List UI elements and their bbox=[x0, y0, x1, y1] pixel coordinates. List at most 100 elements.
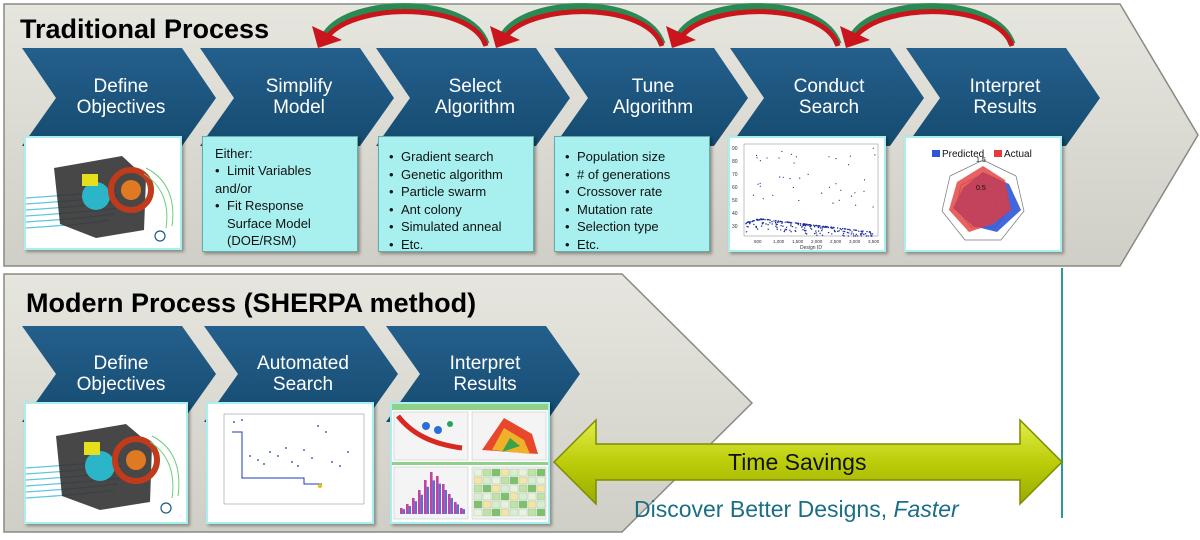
results-dashboard-image bbox=[390, 402, 550, 524]
scatter-point bbox=[863, 179, 866, 181]
matrix-cell bbox=[509, 492, 519, 501]
scatter-point bbox=[795, 227, 797, 229]
search-point bbox=[285, 447, 287, 449]
radar-tick-2: 0.5 bbox=[976, 185, 986, 192]
histogram-bar bbox=[462, 509, 465, 514]
scatter-point bbox=[840, 189, 842, 191]
matrix-cell bbox=[473, 468, 483, 477]
scatter-point bbox=[767, 224, 769, 226]
matrix-cell bbox=[536, 492, 546, 501]
list-item: Genetic algorithm bbox=[389, 166, 527, 184]
histogram-bar bbox=[406, 504, 409, 514]
scatter-point bbox=[860, 233, 862, 235]
histogram-bar bbox=[418, 490, 421, 514]
scatter-point bbox=[786, 221, 788, 223]
scatter-point bbox=[828, 156, 830, 158]
scatter-point bbox=[790, 153, 793, 155]
scatter-point bbox=[794, 230, 796, 232]
step-define-objectives: Define Objectives bbox=[76, 76, 166, 118]
scatter-point bbox=[788, 221, 791, 224]
scatter-point bbox=[757, 183, 759, 185]
scatter-point bbox=[789, 229, 791, 231]
matrix-cell bbox=[491, 500, 501, 509]
matrix-cell bbox=[527, 468, 537, 477]
simplify-model-box: Either: Limit Variables and/or Fit Respo… bbox=[202, 136, 358, 252]
scatter-point bbox=[865, 235, 868, 237]
scatter-point bbox=[792, 186, 794, 189]
scatter-point bbox=[808, 224, 810, 226]
scatter-point bbox=[799, 223, 802, 225]
scatter-point bbox=[815, 232, 817, 234]
scatter-point bbox=[867, 235, 869, 237]
traditional-chevrons bbox=[22, 48, 1100, 146]
scatter-point bbox=[798, 199, 800, 202]
cad-model-illustration bbox=[26, 156, 174, 242]
scatter-point bbox=[819, 225, 821, 227]
matrix-cell bbox=[482, 508, 492, 517]
scatter-point bbox=[860, 230, 863, 232]
select-algorithm-box: Gradient search Genetic algorithm Partic… bbox=[378, 136, 534, 253]
scatter-point bbox=[789, 178, 791, 180]
scatter-point bbox=[773, 220, 775, 222]
matrix-cell bbox=[518, 508, 528, 517]
modern-cad-illustration bbox=[26, 424, 180, 514]
scatter-point bbox=[850, 233, 852, 235]
histogram-bar bbox=[408, 506, 411, 514]
modern-step-define-objectives: Define Objectives bbox=[76, 353, 166, 395]
scatter-point bbox=[784, 229, 786, 231]
y-tick: 80 bbox=[732, 159, 738, 165]
histogram-bar bbox=[456, 504, 459, 514]
y-tick: 90 bbox=[732, 146, 738, 152]
scatter-point bbox=[785, 229, 788, 231]
scatter-point bbox=[790, 225, 792, 227]
search-point bbox=[303, 449, 305, 451]
scatter-point bbox=[840, 228, 842, 231]
radar-tick-1: 1.5 bbox=[976, 157, 986, 164]
scatter-point bbox=[778, 221, 780, 223]
scatter-point bbox=[842, 232, 845, 235]
matrix-cell bbox=[491, 484, 501, 493]
scatter-point bbox=[777, 220, 779, 222]
simplify-lead: Either: bbox=[215, 146, 253, 161]
step-interpret-results: Interpret Results bbox=[969, 76, 1041, 118]
scatter-point bbox=[815, 224, 817, 227]
scatter-point bbox=[848, 164, 850, 166]
matrix-cell bbox=[527, 492, 537, 501]
scatter-point bbox=[790, 221, 792, 224]
histogram-bar bbox=[432, 480, 435, 514]
y-tick: 50 bbox=[732, 198, 738, 204]
matrix-cell bbox=[509, 484, 519, 493]
scatter-point bbox=[872, 147, 874, 149]
scatter-point bbox=[835, 158, 837, 160]
scatter-point bbox=[832, 202, 834, 204]
scatter-point bbox=[759, 160, 761, 162]
scatter-point bbox=[784, 221, 786, 223]
scatter-point bbox=[853, 235, 855, 237]
x-tick: 500 bbox=[754, 239, 762, 244]
list-item: Gradient search bbox=[389, 148, 527, 166]
matrix-cell bbox=[500, 500, 510, 509]
search-point bbox=[257, 459, 259, 461]
matrix-cell bbox=[518, 500, 528, 509]
scatter-point bbox=[838, 199, 840, 201]
histogram-bar bbox=[412, 498, 415, 514]
search-point bbox=[277, 455, 279, 457]
scatter-point bbox=[846, 228, 849, 231]
time-savings-label: Time Savings bbox=[728, 449, 867, 475]
scatter-point bbox=[805, 230, 807, 232]
scatter-point bbox=[769, 222, 771, 224]
scatter-point bbox=[809, 225, 812, 227]
scatter-point bbox=[839, 227, 841, 230]
scatter-point bbox=[760, 225, 763, 227]
scatter-point bbox=[819, 232, 821, 235]
matrix-cell bbox=[527, 508, 537, 517]
scatter-point bbox=[771, 220, 773, 223]
histogram-bar bbox=[424, 480, 427, 514]
matrix-cell bbox=[491, 492, 501, 501]
search-point bbox=[331, 461, 333, 463]
scatter-point bbox=[764, 219, 766, 221]
scatter-point bbox=[856, 235, 859, 237]
matrix-cell bbox=[509, 468, 519, 477]
scatter-point bbox=[753, 223, 755, 226]
